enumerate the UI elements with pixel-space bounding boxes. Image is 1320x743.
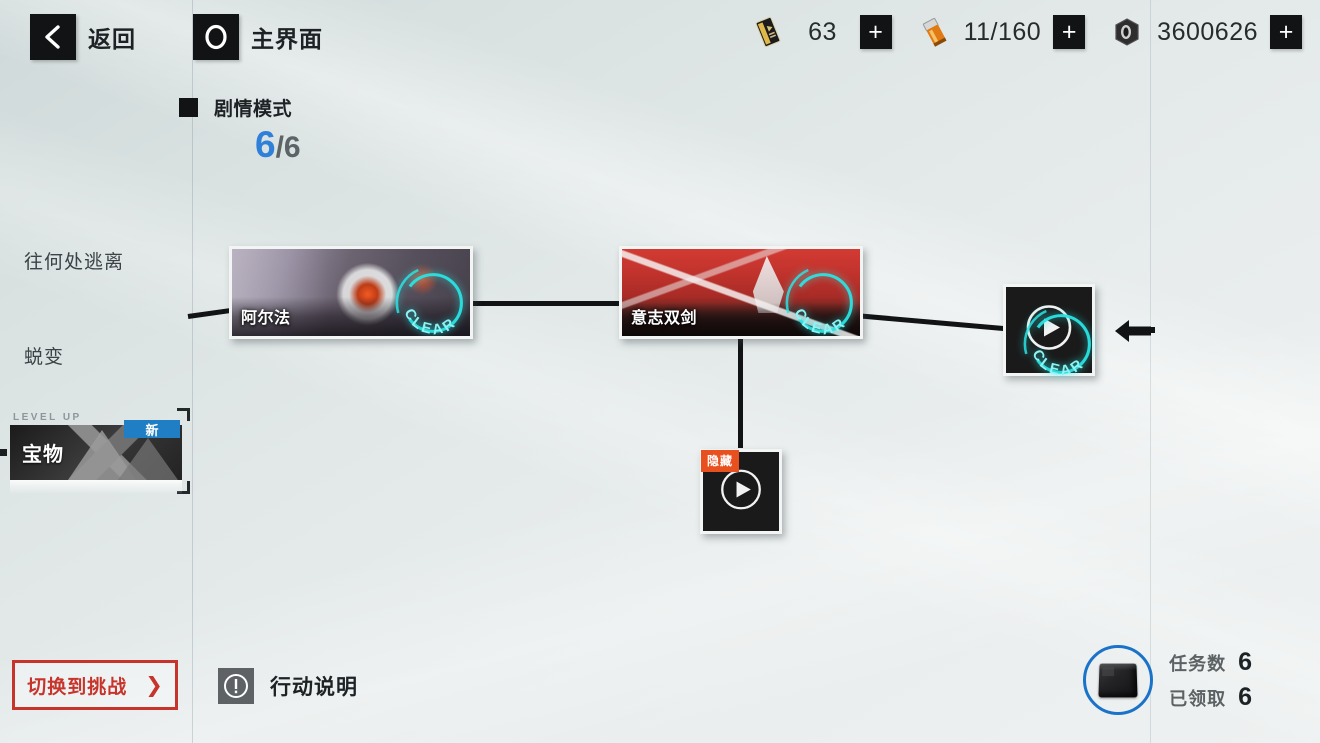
ticket-card-icon (748, 12, 788, 52)
treasure-new-badge: 新 (124, 420, 180, 438)
svg-text:CLEAR: CLEAR (1028, 347, 1088, 379)
mission-node-twin-swords[interactable]: 意志双剑 CLEAR (619, 246, 863, 339)
crate-icon (1098, 663, 1138, 698)
mode-title: 剧情模式 (214, 99, 293, 120)
clear-stamp-icon: CLEAR (780, 260, 860, 338)
mission-node-alpha-label: 阿尔法 (241, 310, 291, 327)
top-bar: 返回 主界面 63 + (0, 0, 1320, 74)
resource-energy: 11/160 + (914, 12, 1086, 52)
svg-text:CLEAR: CLEAR (400, 306, 460, 338)
right-divider-line (1150, 0, 1151, 743)
energy-battery-icon (914, 12, 954, 52)
chevron-right-icon: ❯ (145, 673, 163, 697)
sidebar-item-treasure[interactable]: 宝物 (10, 425, 182, 480)
ticket-value: 63 (808, 17, 837, 46)
back-label: 返回 (88, 26, 136, 52)
hidden-badge: 隐藏 (701, 450, 740, 472)
energy-add-button[interactable]: + (1053, 15, 1086, 49)
currency-add-button[interactable]: + (1270, 15, 1302, 49)
clear-stamp-icon: CLEAR (1018, 301, 1104, 387)
mode-header: 剧情模式 (179, 94, 292, 121)
pointer-arrow-icon (1115, 318, 1151, 349)
treasure-selection-tick (0, 449, 7, 456)
resource-currency: 3600626 + (1107, 12, 1302, 52)
action-instructions-button[interactable]: 行动说明 (218, 668, 358, 704)
mission-node-right[interactable]: CLEAR (1003, 284, 1099, 382)
mission-reward-ring (1083, 645, 1154, 715)
mission-thumbnail-alpha (232, 249, 470, 336)
switch-to-challenge-button[interactable]: 切换到挑战 ❯ (12, 660, 178, 710)
pointer-arrow-dot (1149, 327, 1155, 333)
home-label: 主界面 (251, 26, 323, 52)
edge-sword-to-right (854, 313, 1011, 332)
mission-count-label: 任务数 (1169, 654, 1227, 674)
sidebar-item-escape[interactable]: 往何处逃离 (24, 252, 125, 273)
treasure-card-shadow (10, 480, 182, 494)
play-button-icon (716, 464, 766, 519)
currency-value: 3600626 (1157, 17, 1258, 46)
back-button[interactable]: 返回 (30, 14, 136, 60)
mission-thumbnail-twin-swords (622, 249, 860, 336)
mode-progress-current: 6 (255, 124, 276, 165)
mode-progress-total: 6 (283, 131, 301, 164)
mission-node-hidden[interactable]: 隐藏 (700, 449, 782, 534)
ticket-add-button[interactable]: + (859, 15, 892, 49)
treasure-label: 宝物 (22, 444, 64, 466)
svg-text:CLEAR: CLEAR (790, 306, 850, 338)
mission-count-value: 6 (1238, 648, 1252, 676)
home-button[interactable]: 主界面 (193, 14, 323, 60)
treasure-levelup-label: LEVEL UP (13, 412, 82, 423)
mission-stats: 任务数 6 已领取 6 (1169, 648, 1252, 712)
circle-icon (193, 14, 239, 60)
resource-bar: 63 + 11/160 + (748, 12, 1302, 52)
switch-to-challenge-label: 切换到挑战 (27, 676, 128, 698)
chevron-left-icon (30, 14, 76, 60)
sidebar-item-transform[interactable]: 蜕变 (24, 347, 65, 368)
mission-claimed-label: 已领取 (1169, 689, 1227, 709)
mission-claimed-value: 6 (1238, 683, 1252, 711)
mission-summary[interactable]: 任务数 6 已领取 6 (1083, 645, 1252, 715)
edge-sword-to-hidden (738, 336, 743, 448)
action-instructions-label: 行动说明 (270, 676, 358, 699)
clear-stamp-icon: CLEAR (390, 260, 470, 338)
mission-node-twin-swords-label: 意志双剑 (631, 310, 698, 327)
treasure-corner-brackets (176, 408, 190, 494)
edge-alpha-to-sword (466, 301, 622, 306)
mode-progress-separator: / (275, 131, 284, 164)
resource-ticket: 63 + (748, 12, 892, 52)
sidebar-divider-line (192, 0, 193, 743)
mission-node-alpha[interactable]: 阿尔法 CLEAR (229, 246, 473, 339)
energy-value: 11/160 (963, 17, 1042, 46)
info-exclamation-icon (218, 668, 254, 704)
treasure-triangle-secondary-icon (118, 438, 178, 480)
mission-count-row: 任务数 6 (1169, 648, 1252, 677)
mode-marker-icon (179, 98, 198, 117)
mode-progress: 6/6 (255, 124, 301, 166)
nut-bolt-icon (1107, 12, 1147, 52)
mission-claimed-row: 已领取 6 (1169, 683, 1252, 712)
